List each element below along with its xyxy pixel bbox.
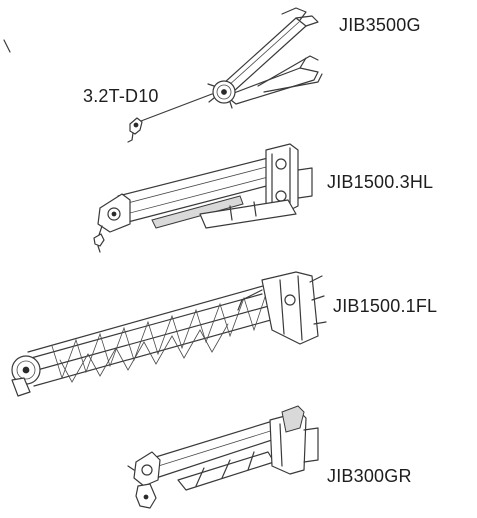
label-jib1500-3hl: JIB1500.3HL — [327, 172, 434, 192]
label-hook-3-2t-d10: 3.2T-D10 — [83, 86, 159, 106]
jib3500g-drawing — [127, 7, 323, 143]
label-jib1500-1fl: JIB1500.1FL — [333, 296, 438, 316]
jib1500-1fl-drawing — [11, 271, 327, 397]
edge-mark — [3, 39, 11, 53]
jib1500-3hl-drawing — [93, 143, 313, 253]
label-jib300gr: JIB300GR — [327, 466, 412, 486]
label-jib3500g: JIB3500G — [339, 15, 421, 35]
jib300gr-drawing — [127, 405, 319, 509]
